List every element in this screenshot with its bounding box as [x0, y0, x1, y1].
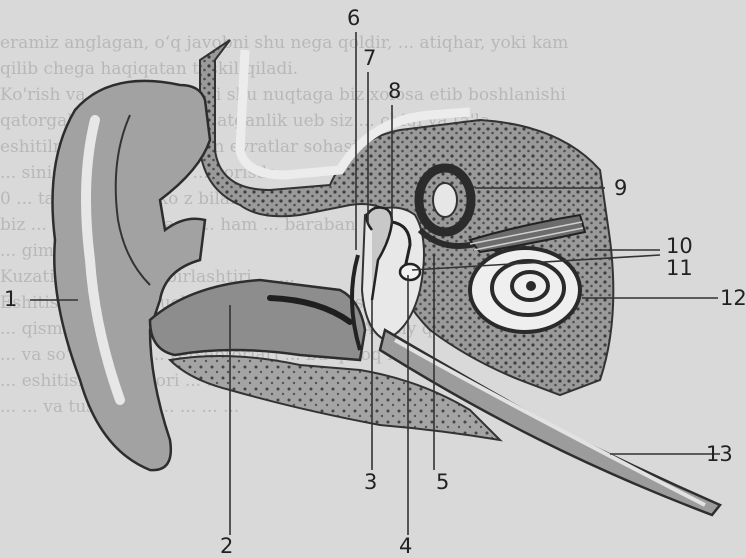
label-7: 7	[363, 48, 376, 69]
label-13: 13	[706, 444, 733, 465]
semicircular-canal-inner	[433, 183, 457, 217]
label-1: 1	[4, 289, 17, 310]
ear-canal	[150, 280, 365, 360]
label-2: 2	[220, 536, 233, 557]
label-5: 5	[436, 472, 449, 493]
label-11: 11	[666, 258, 693, 279]
label-8: 8	[388, 81, 401, 102]
label-4: 4	[399, 536, 412, 557]
label-9: 9	[614, 178, 627, 199]
label-12: 12	[720, 288, 746, 309]
stapes	[400, 264, 420, 280]
label-3: 3	[364, 472, 377, 493]
label-6: 6	[347, 8, 360, 29]
auricle	[53, 81, 211, 470]
label-10: 10	[666, 236, 693, 257]
